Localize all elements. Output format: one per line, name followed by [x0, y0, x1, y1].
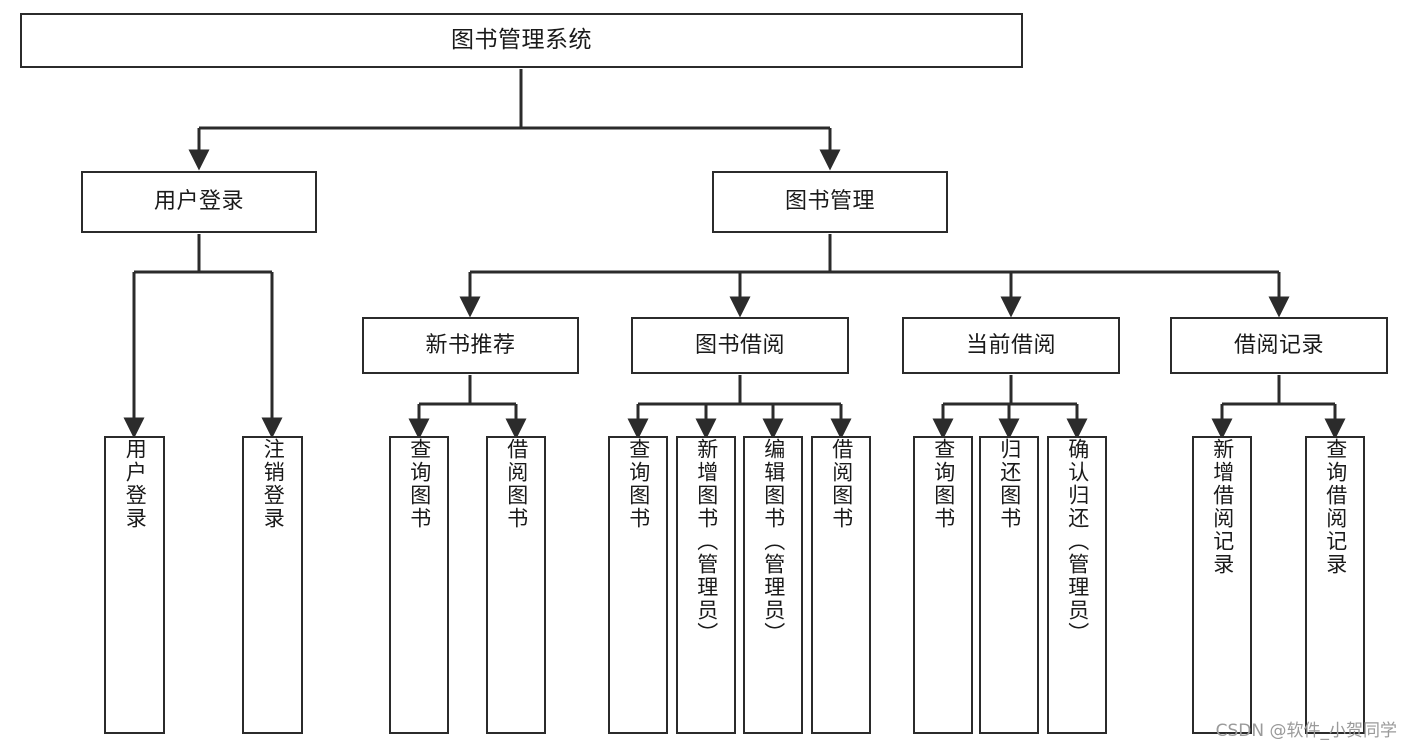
leaf-add-book-admin[interactable]: 新增图书（管理员）	[676, 436, 736, 734]
node-label: 借阅图书	[504, 438, 529, 530]
node-new-book-recommend[interactable]: 新书推荐	[362, 317, 579, 374]
node-label: 新增图书（管理员）	[694, 438, 719, 645]
leaf-query-book-current[interactable]: 查询图书	[913, 436, 973, 734]
node-label: 查询图书	[931, 438, 956, 530]
node-label: 用户登录	[153, 189, 244, 215]
node-borrow-records[interactable]: 借阅记录	[1170, 317, 1388, 374]
node-label: 注销登录	[261, 438, 286, 530]
node-label: 图书管理	[784, 189, 875, 215]
node-label: 查询图书	[407, 438, 432, 530]
node-label: 查询借阅记录	[1323, 438, 1348, 576]
node-root-system[interactable]: 图书管理系统	[20, 13, 1023, 68]
node-book-management[interactable]: 图书管理	[712, 171, 948, 233]
node-user-login[interactable]: 用户登录	[81, 171, 317, 233]
watermark-text: CSDN @软件_小贺同学	[1215, 721, 1397, 741]
node-label: 借阅图书	[829, 438, 854, 530]
node-book-borrow[interactable]: 图书借阅	[631, 317, 849, 374]
leaf-user-login[interactable]: 用户登录	[104, 436, 165, 734]
node-label: 新书推荐	[425, 332, 516, 358]
leaf-edit-book-admin[interactable]: 编辑图书（管理员）	[743, 436, 803, 734]
node-label: 用户登录	[123, 438, 148, 530]
leaf-confirm-return-admin[interactable]: 确认归还（管理员）	[1047, 436, 1107, 734]
node-label: 当前借阅	[965, 332, 1056, 358]
node-label: 借阅记录	[1233, 332, 1324, 358]
leaf-return-book[interactable]: 归还图书	[979, 436, 1039, 734]
node-label: 查询图书	[626, 438, 651, 530]
node-label: 图书管理系统	[451, 26, 592, 53]
node-label: 图书借阅	[694, 332, 785, 358]
leaf-add-borrow-record[interactable]: 新增借阅记录	[1192, 436, 1252, 734]
node-current-borrow[interactable]: 当前借阅	[902, 317, 1120, 374]
leaf-query-borrow-record[interactable]: 查询借阅记录	[1305, 436, 1365, 734]
node-label: 编辑图书（管理员）	[761, 438, 786, 645]
leaf-logout[interactable]: 注销登录	[242, 436, 303, 734]
leaf-borrow-book[interactable]: 借阅图书	[811, 436, 871, 734]
node-label: 确认归还（管理员）	[1065, 438, 1090, 645]
leaf-query-book-recommend[interactable]: 查询图书	[389, 436, 449, 734]
leaf-query-book-borrow[interactable]: 查询图书	[608, 436, 668, 734]
node-label: 归还图书	[997, 438, 1022, 530]
node-label: 新增借阅记录	[1210, 438, 1235, 576]
leaf-borrow-book-recommend[interactable]: 借阅图书	[486, 436, 546, 734]
